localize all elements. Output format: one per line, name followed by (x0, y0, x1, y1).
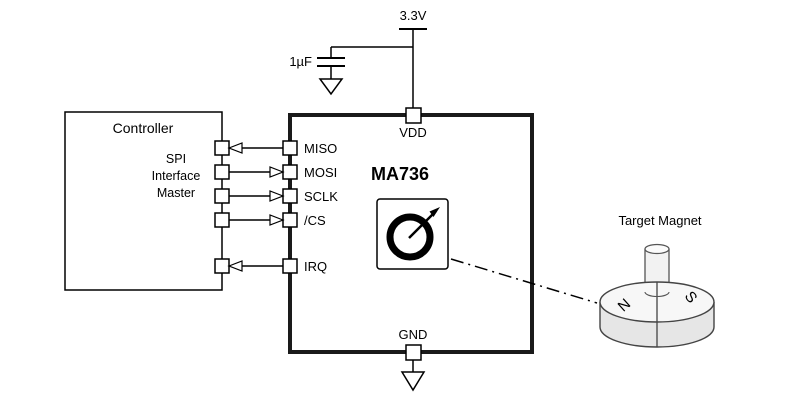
angle-sensor-icon (376, 198, 449, 270)
sensing-axis-line (450, 258, 598, 304)
ground-icon (318, 78, 344, 96)
chip-pin (282, 164, 298, 180)
arrowhead-left (227, 260, 243, 272)
signal-label: SCLK (304, 189, 338, 204)
gnd-pin-label: GND (399, 327, 428, 342)
ground-icon (400, 371, 426, 392)
chip-name-label: MA736 (371, 164, 429, 184)
vdd-pin (405, 107, 422, 124)
controller-pin (214, 188, 230, 204)
chip-block: MA736 VDD GND (288, 107, 534, 392)
chip-pin (282, 212, 298, 228)
arrowhead-right (269, 190, 285, 202)
arrowhead-left (227, 142, 243, 154)
controller-pin (214, 212, 230, 228)
vcc-label: 3.3V (400, 8, 427, 23)
power-supply: 3.3V 1µF (289, 8, 427, 108)
signal-row-cs: /CS (214, 212, 326, 228)
magnet-shaft (644, 243, 670, 293)
magnet-title: Target Magnet (618, 213, 701, 228)
vdd-pin-label: VDD (399, 125, 426, 140)
controller-pin (214, 164, 230, 180)
capacitor-icon (317, 57, 345, 67)
chip-pin (282, 140, 298, 156)
signal-label: MOSI (304, 165, 337, 180)
signal-row-mosi: MOSI (214, 164, 337, 180)
arrowhead-right (269, 214, 285, 226)
shaft-base-edge (644, 291, 670, 298)
signal-row-irq: IRQ (214, 258, 327, 274)
chip-pin (282, 188, 298, 204)
controller-block: Controller SPI Interface Master (64, 111, 223, 291)
signal-row-sclk: SCLK (214, 188, 338, 204)
cap-value-label: 1µF (289, 54, 312, 69)
controller-pin (214, 258, 230, 274)
spi-label-line1: SPI (166, 152, 186, 166)
signal-label: MISO (304, 141, 337, 156)
controller-title: Controller (113, 120, 174, 136)
signal-row-miso: MISO (214, 140, 337, 156)
controller-pin (214, 140, 230, 156)
gnd-pin (405, 344, 422, 361)
spi-label-line3: Master (157, 186, 195, 200)
chip-pin (282, 258, 298, 274)
target-magnet: Target Magnet N S (599, 213, 715, 348)
controller-outline (64, 111, 223, 291)
signal-label: /CS (304, 213, 326, 228)
arrowhead-right (269, 166, 285, 178)
spi-label-line2: Interface (152, 169, 201, 183)
signal-label: IRQ (304, 259, 327, 274)
